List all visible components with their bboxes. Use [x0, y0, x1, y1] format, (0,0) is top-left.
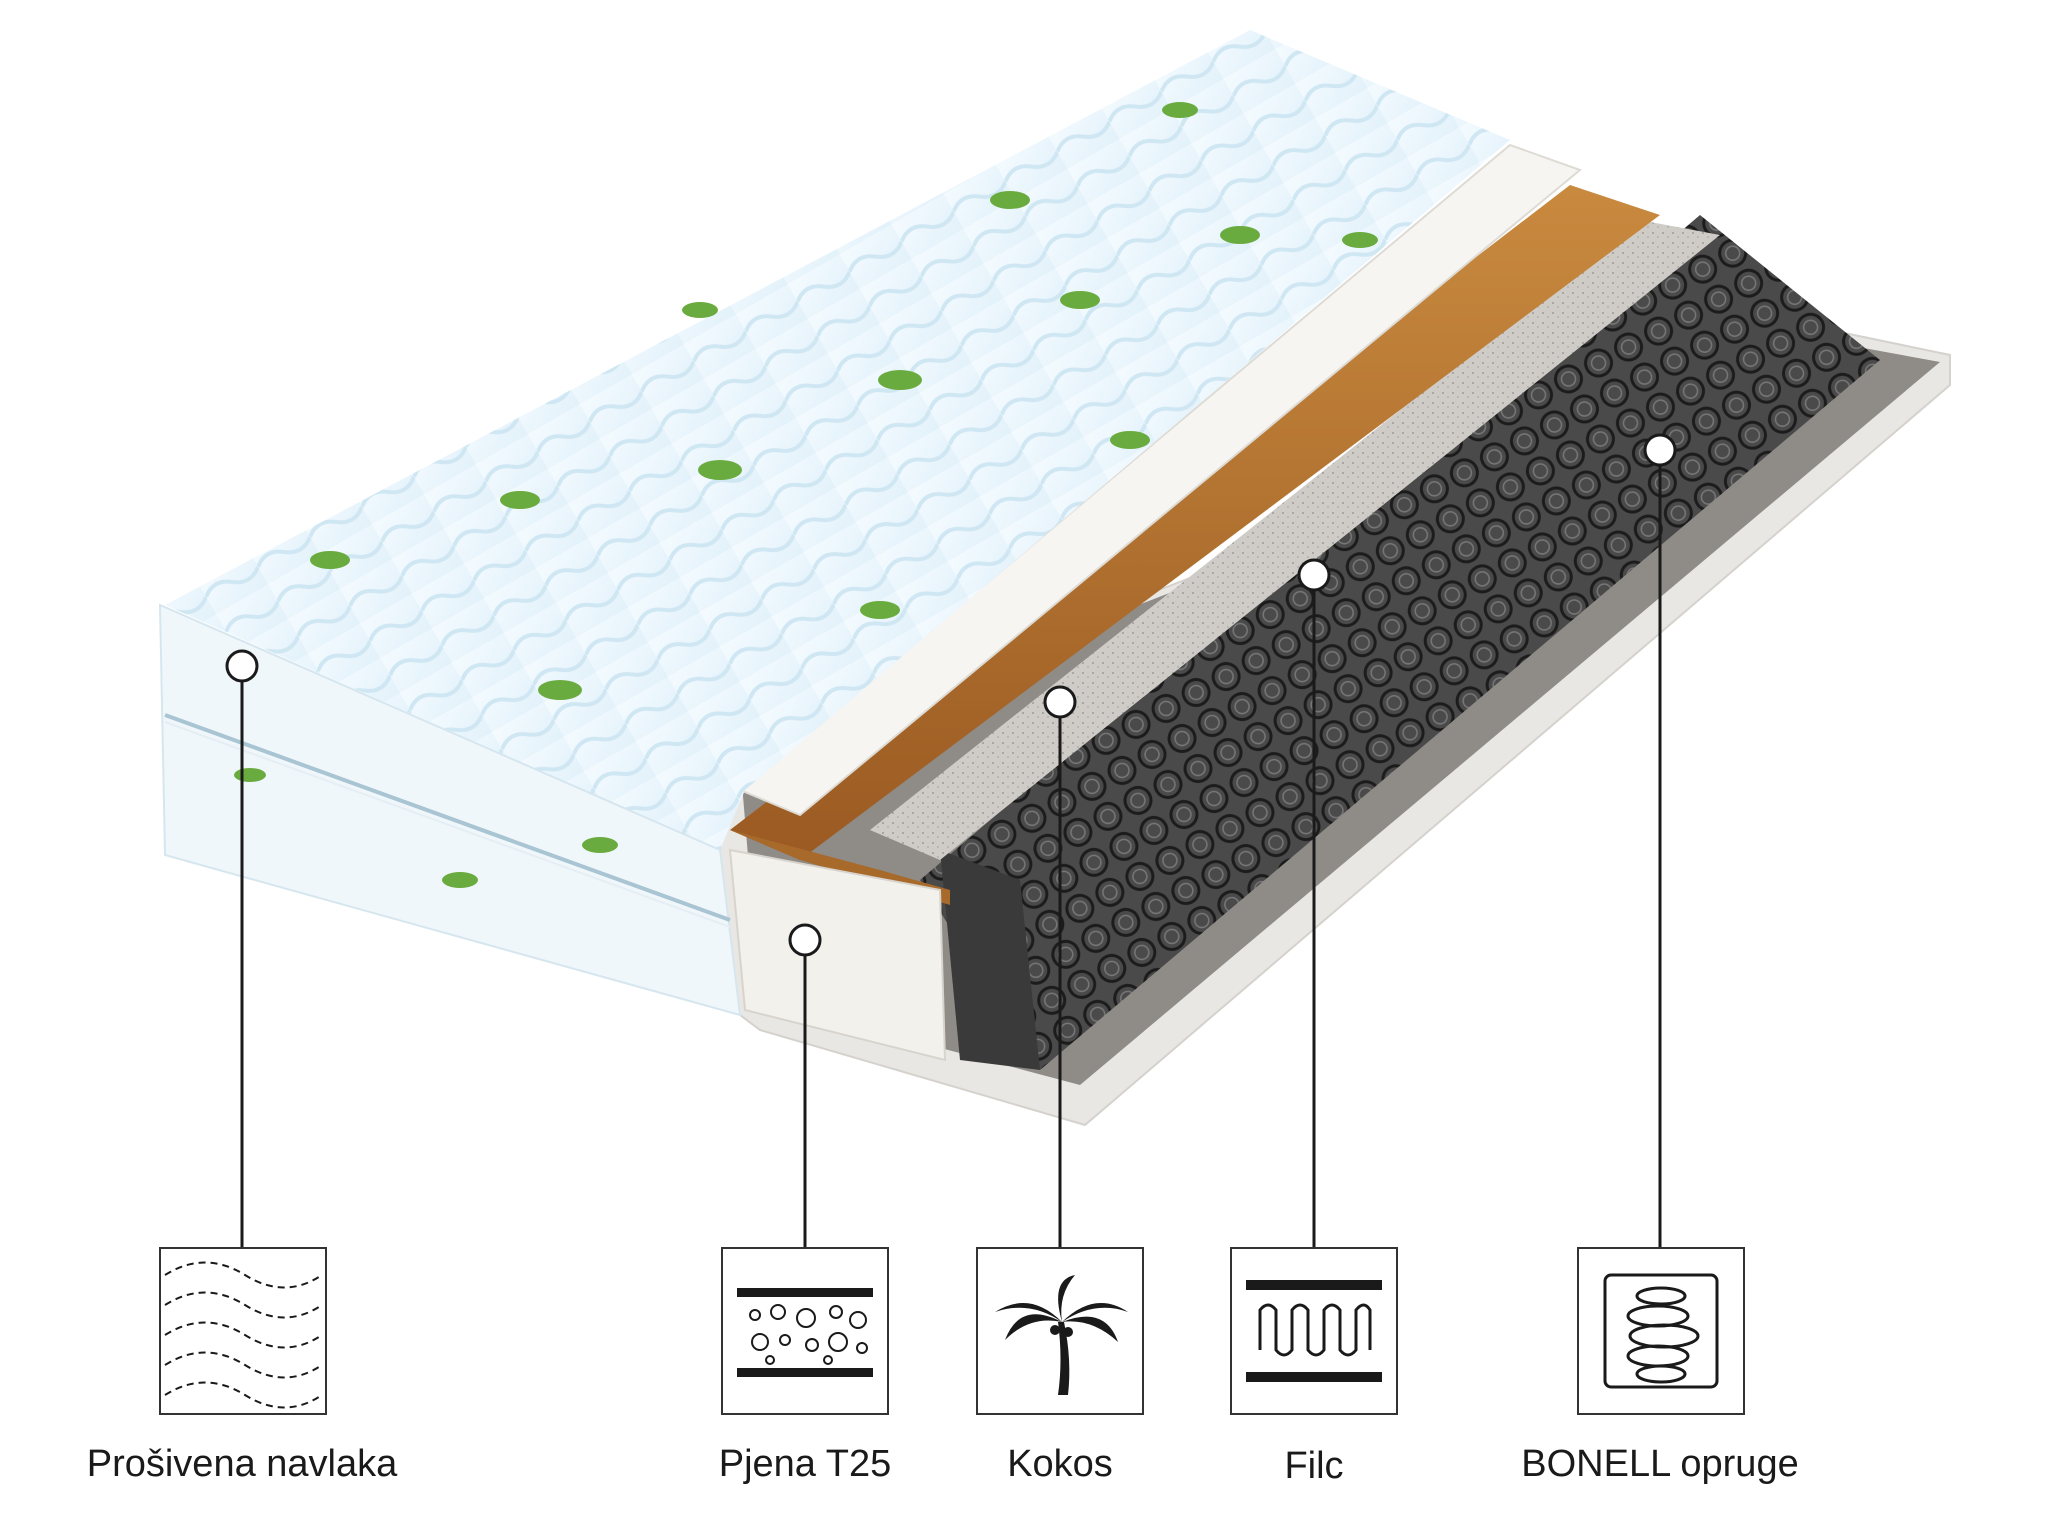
spring-coil-icon — [1603, 1273, 1719, 1389]
top-foam-strip — [738, 143, 1582, 817]
coconut-marker — [1043, 685, 1077, 719]
cover-icon-tile — [159, 1247, 327, 1415]
callout-lines — [225, 433, 1677, 1247]
foam-icon-tile — [721, 1247, 889, 1415]
felt-marker — [1297, 558, 1331, 592]
coconut-icon-tile — [976, 1247, 1144, 1415]
mattress-illustration — [158, 30, 1951, 1127]
felt-caption: Filc — [1284, 1445, 1343, 1487]
springs-caption: BONELL opruge — [1521, 1443, 1798, 1485]
cover-seam-2 — [164, 721, 731, 928]
springs-marker — [1643, 433, 1677, 467]
springs-icon-tile — [1577, 1247, 1745, 1415]
side-foam-block — [728, 848, 947, 1062]
felt-layer — [870, 220, 1720, 860]
foam-caption: Pjena T25 — [719, 1443, 892, 1485]
cover-leaf-pattern — [234, 102, 1378, 888]
cover-marker — [225, 649, 259, 683]
coconut-layer — [730, 185, 1660, 860]
quilted-cover-icon — [164, 1261, 323, 1409]
bonell-spring-core — [920, 215, 1880, 1070]
foam-marker — [788, 923, 822, 957]
palm-tree-icon — [995, 1275, 1128, 1395]
coconut-caption: Kokos — [1007, 1443, 1113, 1485]
felt-wave-icon — [1246, 1280, 1382, 1382]
quilted-cover-top — [165, 30, 1510, 850]
felt-icon-tile — [1230, 1247, 1398, 1415]
cover-seam — [164, 713, 731, 922]
spring-core-front — [940, 850, 1040, 1070]
cover-caption: Prošivena navlaka — [87, 1443, 398, 1485]
quilted-cover-side — [158, 603, 742, 1017]
foam-bubbles-icon — [737, 1288, 873, 1377]
